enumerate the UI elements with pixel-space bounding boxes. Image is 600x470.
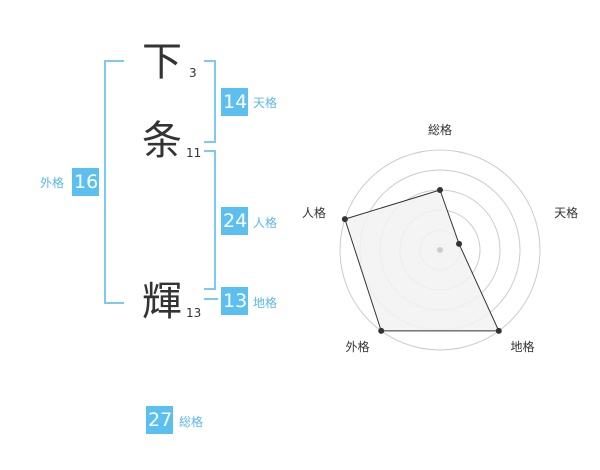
tenkaku-bracket	[204, 60, 216, 143]
gaikaku-badge: 16	[72, 168, 99, 196]
soukaku-label: 総格	[179, 415, 204, 429]
name-char-2: 条	[142, 118, 182, 164]
tenkaku-badge: 14	[221, 88, 248, 116]
gaikaku-bracket	[104, 60, 124, 304]
radar-point-0	[437, 187, 443, 193]
chikaku-connector	[204, 298, 218, 300]
stroke-count-1: 3	[189, 66, 197, 80]
radar-series-polygon	[344, 189, 500, 332]
radar-point-4	[341, 216, 348, 223]
radar-axis-label-4: 人格	[302, 205, 326, 220]
radar-point-2	[495, 327, 502, 334]
radar-point-3	[378, 327, 385, 334]
radar-point-1	[456, 240, 463, 247]
chikaku-label: 地格	[253, 296, 278, 310]
stroke-count-3: 13	[186, 306, 202, 320]
radar-points	[341, 187, 502, 334]
gaikaku-label: 外格	[40, 176, 65, 190]
name-char-1: 下	[142, 39, 182, 85]
jinkaku-badge: 24	[221, 207, 248, 235]
name-char-3: 輝	[142, 279, 182, 325]
jinkaku-label: 人格	[253, 216, 278, 230]
jinkaku-bracket	[204, 150, 216, 290]
radar-center-dot	[437, 247, 443, 253]
soukaku-badge: 27	[146, 406, 173, 434]
radar-axis-label-0: 総格	[428, 122, 452, 137]
radar-axis-label-2: 地格	[511, 339, 535, 354]
radar-ring-5	[339, 149, 541, 351]
radar-axis-label-1: 天格	[554, 205, 578, 220]
tenkaku-label: 天格	[253, 96, 278, 110]
radar-axis-label-3: 外格	[345, 339, 369, 354]
chikaku-badge: 13	[221, 287, 248, 315]
stroke-count-2: 11	[186, 146, 202, 160]
